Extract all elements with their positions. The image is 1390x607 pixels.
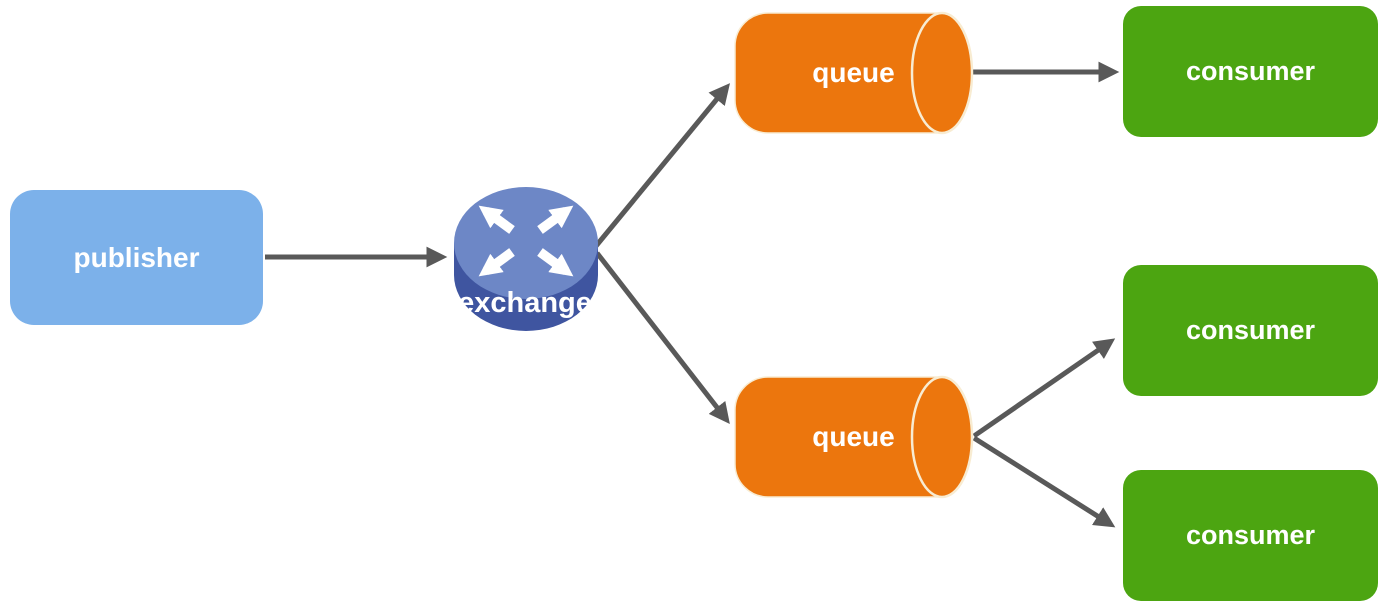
queue-bottom-label: queue: [812, 421, 895, 452]
publisher-label: publisher: [73, 241, 200, 273]
edge-queue-bottom-consumer-middle: [972, 338, 1116, 439]
queue-top-node: queue: [735, 13, 972, 133]
queue-bottom-cylinder-cap: [910, 375, 974, 499]
queue-top-cylinder-cap: [910, 11, 974, 135]
consumer-middle-label: consumer: [1185, 315, 1316, 345]
edge-queue-bottom-consumer-bottom: [972, 435, 1116, 528]
crossed-fanout-arrows-icon: [478, 205, 574, 277]
queue-top-cylinder: [734, 11, 974, 135]
edge-exchange-queue-top: [594, 83, 731, 248]
consumer-top-node: consumer: [1123, 6, 1378, 137]
consumer-bottom-label: consumer: [1185, 520, 1316, 550]
edge-exchange-queue-bottom: [595, 251, 730, 424]
consumer-middle-node: consumer: [1123, 265, 1378, 396]
queue-top-label: queue: [812, 57, 895, 88]
queue-bottom-node: queue: [735, 377, 972, 497]
queue-bottom-cylinder: [734, 375, 974, 499]
publisher-node: publisher: [10, 190, 263, 325]
consumer-bottom-node: consumer: [1123, 470, 1378, 601]
exchange-label: exchange: [458, 287, 592, 319]
exchange-icon: [454, 187, 598, 331]
consumer-top-label: consumer: [1185, 56, 1316, 86]
exchange-node: exchange: [452, 183, 598, 331]
